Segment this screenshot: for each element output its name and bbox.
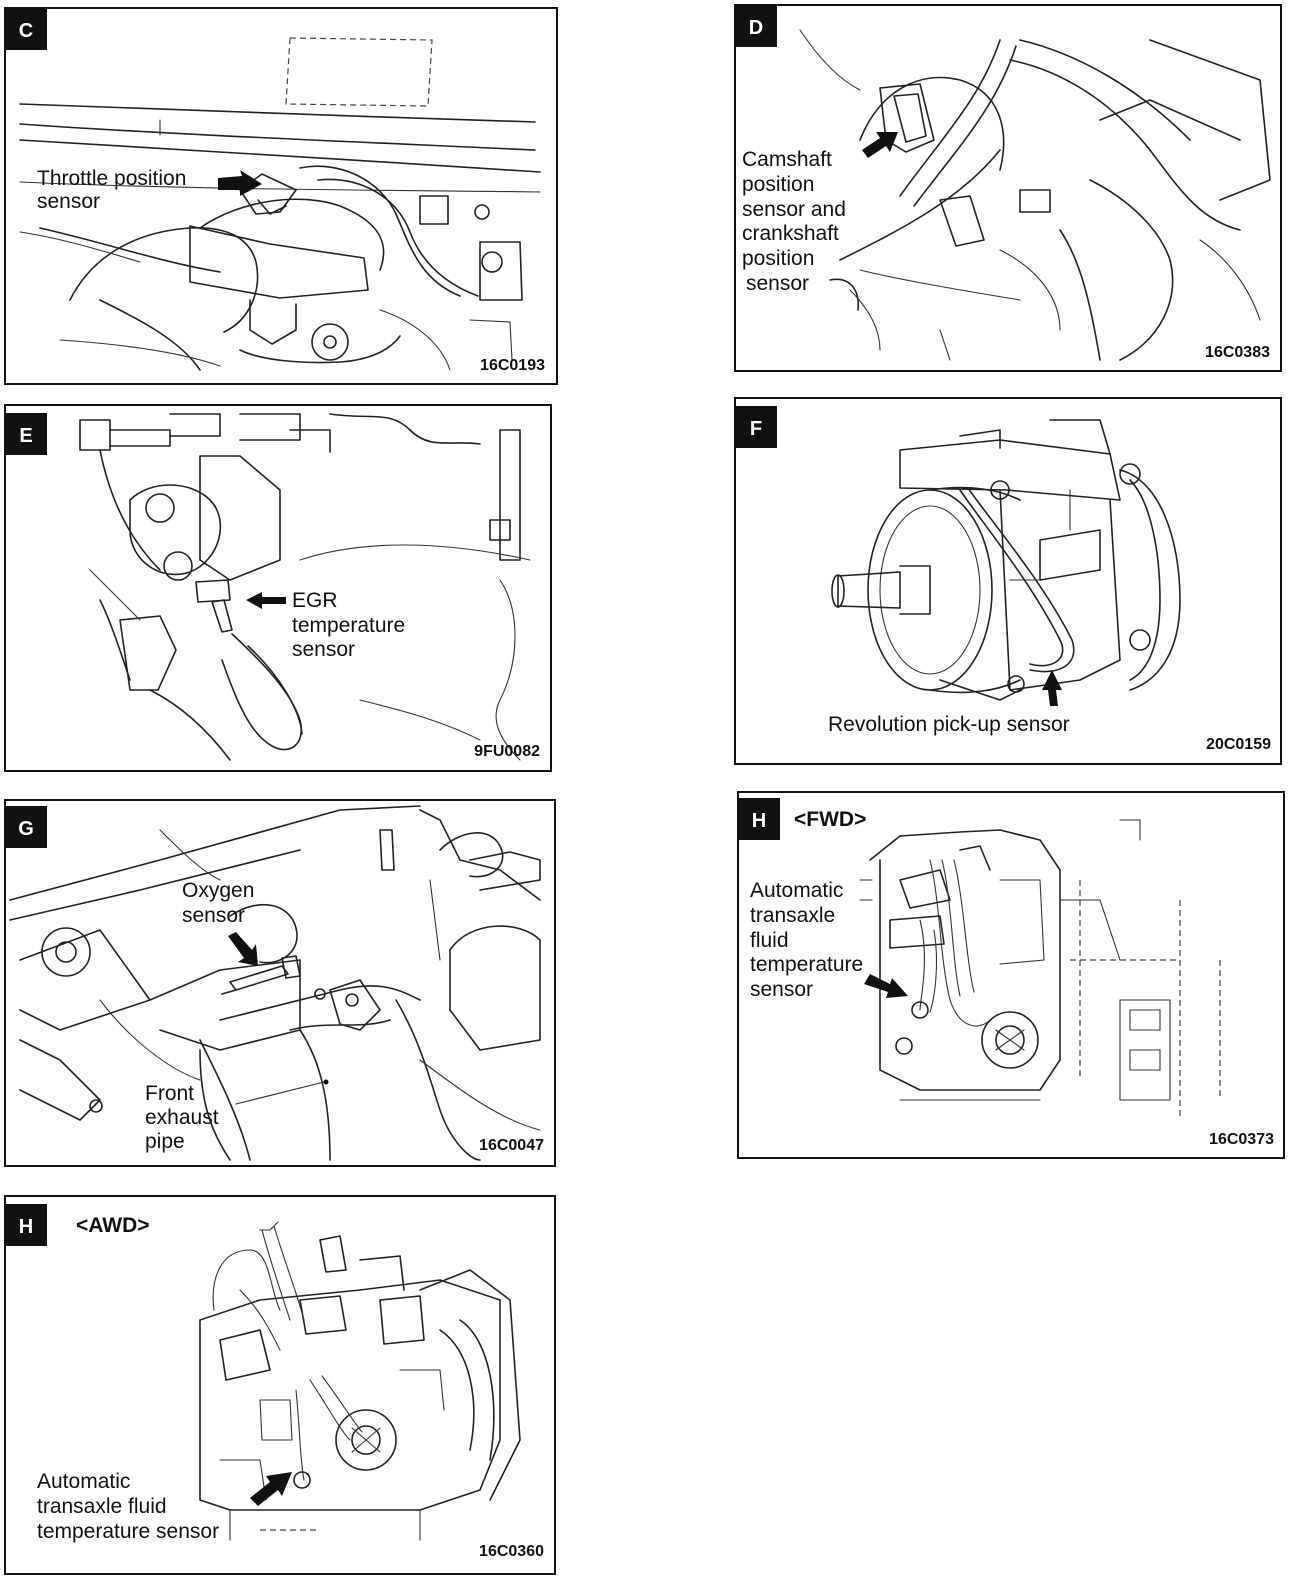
panel-d-label-line-3: sensor and xyxy=(742,198,846,221)
panel-e-tag: E xyxy=(19,425,32,447)
panel-h-awd-tag-box xyxy=(5,1204,47,1246)
panel-g-label-2: Front exhaust pipe xyxy=(145,1082,219,1153)
panel-h-awd-label: Automatic transaxle fluid temperature se… xyxy=(37,1470,219,1543)
panel-e-label-line-3: sensor xyxy=(292,638,355,661)
panel-h-awd-label-line-3: temperature sensor xyxy=(37,1520,219,1543)
panel-h-fwd-variant: <FWD> xyxy=(794,808,866,831)
panel-d-frame xyxy=(734,4,1282,372)
panel-g-label-2-line-3: pipe xyxy=(145,1130,185,1153)
panel-e-label-line-2: temperature xyxy=(292,614,405,637)
panel-d-label: Camshaft position sensor and crankshaft … xyxy=(742,148,846,295)
panel-h-fwd-tag: H xyxy=(752,810,766,832)
panel-e-label: EGR temperature sensor xyxy=(292,589,405,661)
panel-c-frame xyxy=(4,7,558,385)
panel-h-fwd-label: Automatic transaxle fluid temperature se… xyxy=(750,879,863,1001)
panel-e-tag-box xyxy=(5,413,47,455)
panel-h-awd-code: 16C0360 xyxy=(479,1543,544,1560)
panel-h-awd-arrow xyxy=(250,1472,292,1506)
panel-c-label-line-1: Throttle position xyxy=(37,167,186,190)
panel-h-fwd-label-line-3: fluid xyxy=(750,929,789,952)
panel-h-awd-frame xyxy=(4,1195,556,1575)
panel-g: G xyxy=(4,799,556,1167)
panel-e-code: 9FU0082 xyxy=(474,743,540,760)
panel-g-drawing xyxy=(9,805,541,1161)
panel-d-label-line-1: Camshaft xyxy=(742,148,832,171)
panel-h-fwd-tag-box xyxy=(738,798,780,840)
panel-f-drawing xyxy=(831,419,1181,701)
panel-g-tag-box xyxy=(5,806,47,848)
panel-h-fwd-label-line-1: Automatic xyxy=(750,879,843,902)
panel-c-label-line-2: sensor xyxy=(37,190,100,213)
panel-e-label-line-1: EGR xyxy=(292,589,338,612)
panel-d-label-line-6: sensor xyxy=(746,272,809,295)
panel-d-tag: D xyxy=(749,17,763,39)
panel-g-label-2-line-1: Front xyxy=(145,1082,194,1105)
panel-h-awd-variant: <AWD> xyxy=(76,1214,150,1237)
panel-d-label-line-4: crankshaft xyxy=(742,222,839,245)
panel-c-code: 16C0193 xyxy=(480,357,545,374)
panel-f-arrow xyxy=(1042,670,1062,706)
panel-g-label: Oxygen sensor xyxy=(182,879,254,927)
panel-f-tag: F xyxy=(750,418,762,440)
panel-d-drawing xyxy=(799,29,1271,361)
panel-c-arrow xyxy=(218,170,262,196)
panel-e: E EGR xyxy=(4,404,552,772)
panel-d-label-line-2: position xyxy=(742,173,814,196)
panel-h-awd-label-line-1: Automatic xyxy=(37,1470,130,1493)
panel-g-tag: G xyxy=(18,818,34,840)
panel-g-code: 16C0047 xyxy=(479,1137,544,1154)
panel-h-awd-drawing xyxy=(199,1221,521,1541)
panel-h-awd-label-line-2: transaxle fluid xyxy=(37,1495,167,1518)
panel-h-awd-tag: H xyxy=(19,1216,33,1238)
panel-f: F Revolution xyxy=(734,397,1282,765)
panel-g-label-line-2: sensor xyxy=(182,904,245,927)
panel-h-fwd-arrow xyxy=(864,974,908,998)
panel-c-label: Throttle position sensor xyxy=(37,167,186,213)
panel-g-label-line-1: Oxygen xyxy=(182,879,254,902)
panel-c-drawing xyxy=(19,37,541,371)
panel-e-arrow xyxy=(246,592,286,609)
panel-d-code: 16C0383 xyxy=(1205,344,1270,361)
panel-e-drawing xyxy=(79,413,531,761)
panel-d-tag-box xyxy=(735,5,777,47)
panel-f-tag-box xyxy=(735,406,777,448)
panel-h-fwd-label-line-4: temperature xyxy=(750,953,863,976)
panel-f-code: 20C0159 xyxy=(1206,736,1271,753)
panel-c: C xyxy=(4,7,558,385)
panel-h-awd: H <AWD> xyxy=(4,1195,556,1575)
panel-f-frame xyxy=(734,397,1282,765)
panel-h-fwd-frame xyxy=(737,791,1285,1159)
panel-d-arrow xyxy=(862,132,898,158)
panel-h-fwd-label-line-5: sensor xyxy=(750,978,813,1001)
panel-h-fwd-drawing xyxy=(859,819,1221,1120)
panel-e-frame xyxy=(4,404,552,772)
panel-h-fwd-code: 16C0373 xyxy=(1209,1131,1274,1148)
panel-d: D Camshaft position xyxy=(734,4,1282,372)
panel-c-tag-box xyxy=(5,8,47,50)
panel-g-label-2-line-2: exhaust xyxy=(145,1106,219,1129)
panel-c-tag: C xyxy=(19,20,33,42)
panel-g-arrow xyxy=(228,932,258,966)
panel-f-label: Revolution pick-up sensor xyxy=(828,713,1070,736)
panel-h-fwd: H <FWD> xyxy=(737,791,1285,1159)
panel-h-fwd-label-line-2: transaxle xyxy=(750,904,835,927)
panel-d-label-line-5: position xyxy=(742,247,814,270)
